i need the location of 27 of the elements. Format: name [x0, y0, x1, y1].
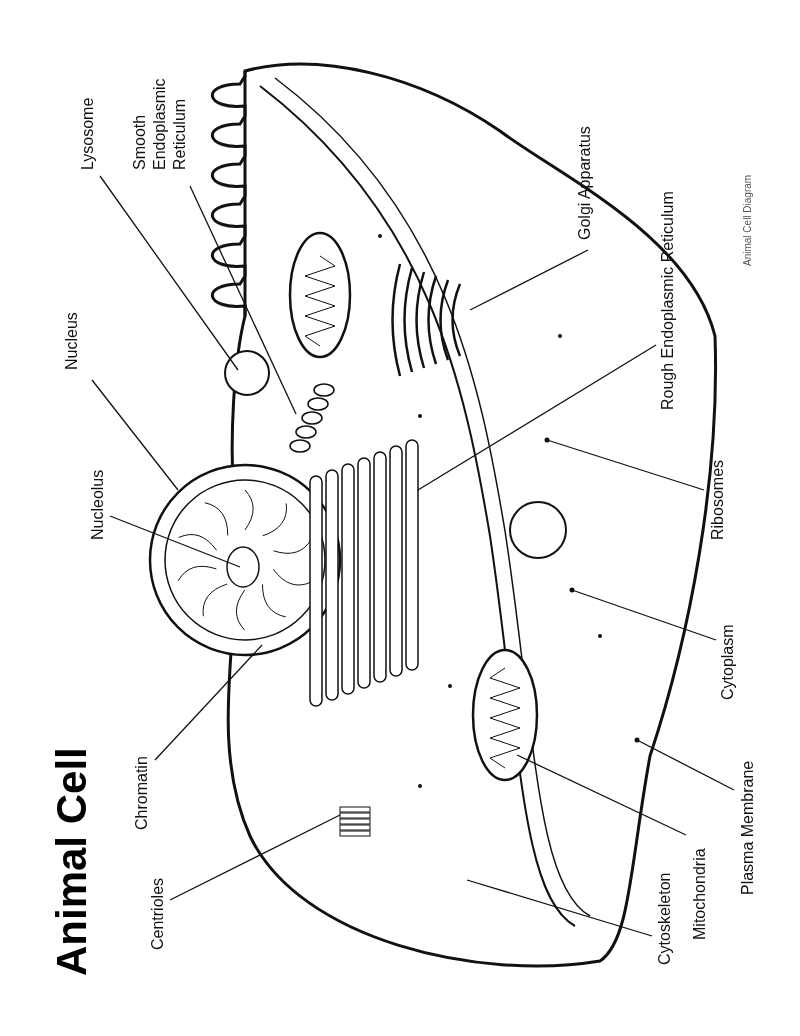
leader-line [189, 185, 297, 415]
leader-line [571, 589, 717, 641]
part-label: Golgi Apparatus [575, 126, 595, 240]
leader-line [469, 249, 589, 311]
part-label: Plasma Membrane [738, 760, 758, 895]
leader-line [546, 439, 705, 491]
leader-line [109, 515, 241, 568]
part-label: Smooth Endoplasmic Reticulum [130, 60, 190, 170]
credit-note: Animal Cell Diagram [742, 174, 753, 266]
leader-line [91, 379, 179, 491]
part-label: Centrioles [148, 877, 168, 950]
leader-line [466, 879, 653, 937]
leader-line [516, 754, 687, 836]
leader-line [154, 644, 263, 761]
leader-line [417, 344, 657, 491]
leader-line [169, 814, 341, 901]
part-label: Chromatin [132, 756, 152, 830]
part-label: Mitochondria [690, 848, 710, 940]
part-label: Cytoplasm [718, 624, 738, 700]
leader-line [99, 175, 239, 371]
part-label: Cytoskeleton [655, 872, 675, 965]
part-label: Nucleolus [88, 469, 108, 540]
diagram-title: Animal Cell [48, 747, 96, 976]
part-label: Lysosome [78, 97, 98, 170]
part-label: Nucleus [62, 312, 82, 370]
part-label: Ribosomes [708, 459, 728, 540]
leader-line [636, 739, 735, 791]
